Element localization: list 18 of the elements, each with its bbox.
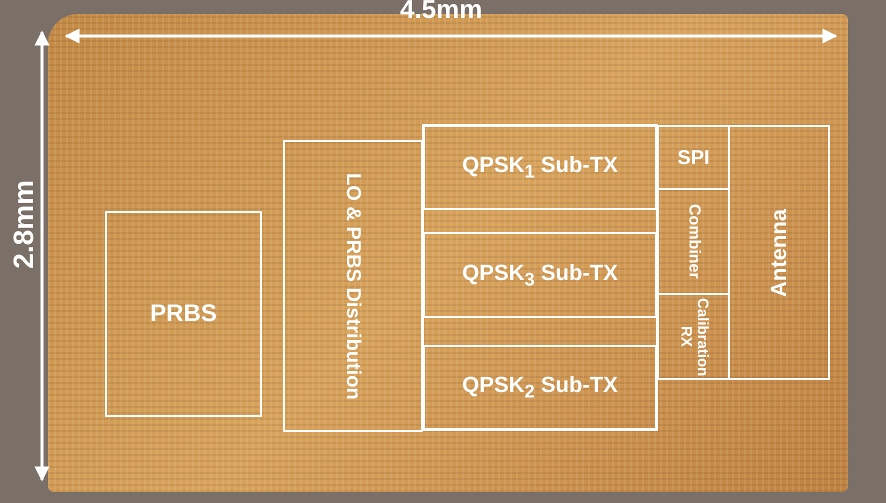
- block-box: [423, 125, 657, 210]
- block-box: [657, 293, 730, 380]
- block-label: PRBS: [150, 300, 217, 328]
- dimension-label: 2.8mm: [8, 180, 40, 269]
- block-box: [657, 125, 730, 190]
- block-box: [423, 345, 657, 430]
- block-label: Antenna: [766, 208, 792, 296]
- block-box: [105, 211, 262, 417]
- block-label: QPSK$_{2}$ Sub-TX: [462, 373, 618, 402]
- block-label: QPSK$_{1}$ Sub-TX: [462, 153, 618, 182]
- block-box: [283, 140, 423, 432]
- block-label: Calibration RX: [677, 298, 710, 375]
- block-box: [728, 125, 830, 380]
- block-box: [423, 232, 657, 318]
- block-label: Combiner: [684, 204, 702, 279]
- block-label: QPSK$_{3}$ Sub-TX: [462, 260, 618, 290]
- block-label: SPI: [677, 146, 710, 168]
- block-label: LO & PRBS Distribution: [342, 172, 364, 400]
